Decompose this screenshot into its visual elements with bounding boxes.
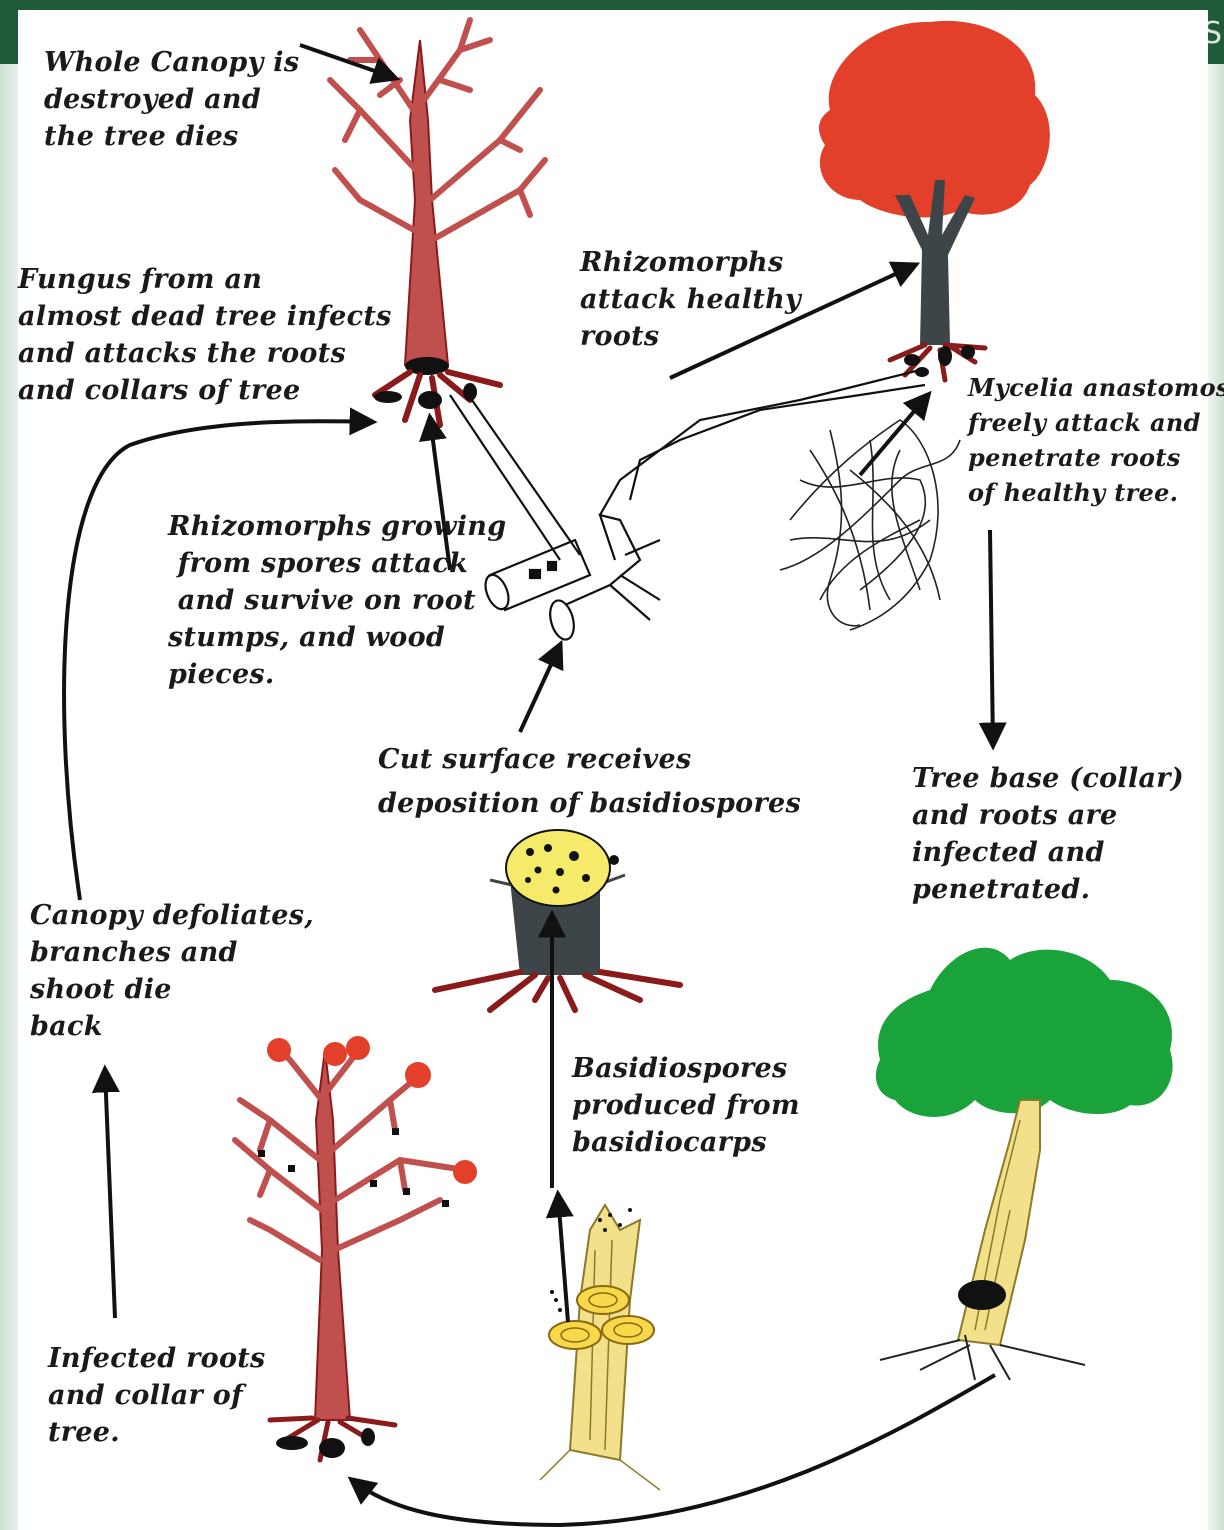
label-infected-roots: Infected roots and collar of tree.	[48, 1340, 266, 1451]
label-rhizomorphs-attack: Rhizomorphs attack healthy roots	[580, 244, 801, 355]
label-fungus-infects: Fungus from an almost dead tree infects …	[18, 261, 392, 409]
label-rhizomorphs-growing: Rhizomorphs growing from spores attack a…	[168, 508, 506, 693]
basidiocarp-stump	[540, 1205, 660, 1490]
label-basidiospores-produced: Basidiospores produced from basidiocarps	[572, 1050, 800, 1161]
dying-tree-bottom-left	[235, 1036, 477, 1460]
cut-stump-spores	[435, 830, 680, 1010]
label-canopy-destroyed: Whole Canopy is destroyed and the tree d…	[44, 44, 299, 155]
healthy-tree-top-right	[819, 21, 1050, 380]
label-tree-base: Tree base (collar) and roots are infecte…	[912, 760, 1184, 908]
green-tree-bottom-right	[876, 948, 1173, 1380]
label-canopy-defoliates: Canopy defoliates, branches and shoot di…	[30, 897, 314, 1045]
mycelium-scribble	[780, 420, 960, 630]
label-mycelia: Mycelia anastomose freely attack and pen…	[968, 370, 1224, 510]
label-cut-surface: Cut surface receives deposition of basid…	[378, 738, 801, 826]
root-stump-log	[450, 370, 925, 642]
